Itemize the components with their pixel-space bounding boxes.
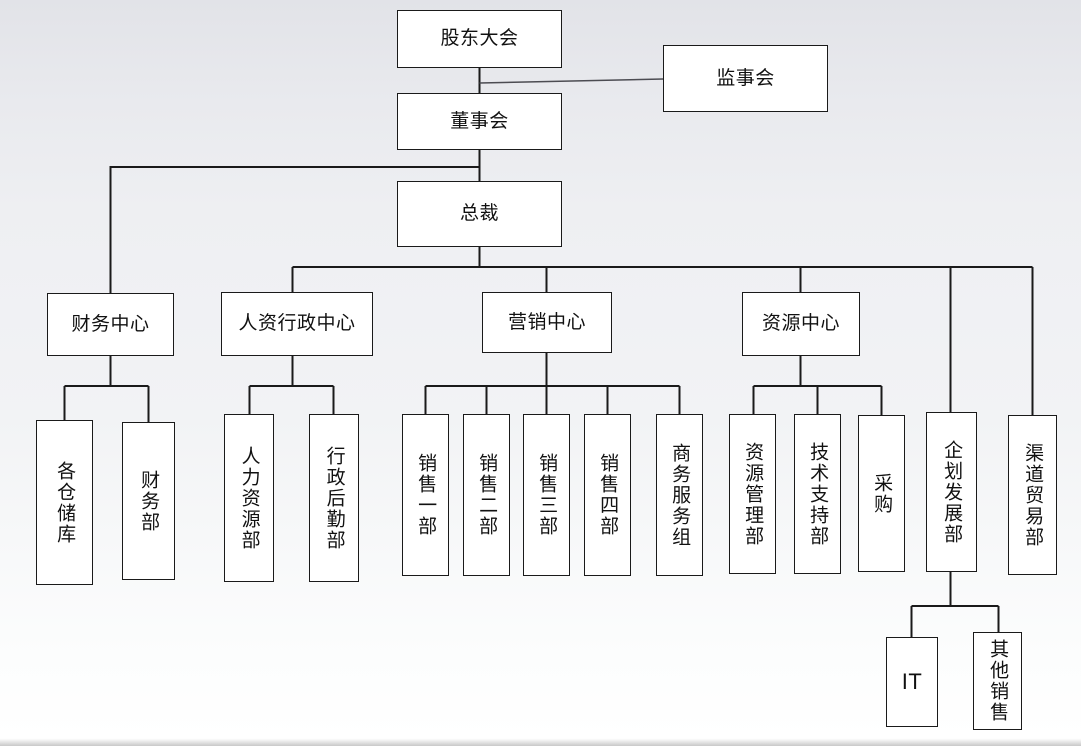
node-admin-dept[interactable]: 行政后勤部 (309, 414, 359, 582)
node-supervisors[interactable]: 监事会 (663, 45, 828, 112)
node-sales-dept-1[interactable]: 销售一部 (402, 414, 449, 576)
node-channel-trade-dept[interactable]: 渠道贸易部 (1008, 415, 1057, 575)
node-board-of-directors[interactable]: 董事会 (397, 93, 562, 150)
node-sales-dept-4[interactable]: 销售四部 (584, 414, 631, 576)
node-planning-development-dept[interactable]: 企划发展部 (926, 412, 977, 572)
node-warehouses[interactable]: 各仓储库 (36, 420, 93, 585)
node-resource-center[interactable]: 资源中心 (742, 292, 860, 356)
node-finance-dept[interactable]: 财务部 (122, 422, 175, 580)
node-tech-support-dept[interactable]: 技术支持部 (794, 414, 841, 574)
node-procurement-dept[interactable]: 采购 (858, 415, 905, 572)
node-shareholders[interactable]: 股东大会 (397, 10, 562, 68)
node-business-service-group[interactable]: 商务服务组 (656, 414, 703, 576)
node-other-sales[interactable]: 其他销售 (973, 632, 1022, 730)
node-hr-dept[interactable]: 人力资源部 (224, 414, 274, 582)
node-finance-center[interactable]: 财务中心 (47, 293, 174, 356)
node-hr-admin-center[interactable]: 人资行政中心 (221, 292, 373, 356)
node-sales-dept-3[interactable]: 销售三部 (523, 414, 570, 576)
node-it[interactable]: IT (886, 637, 938, 727)
edge-shareholders-supervisors (479, 78, 664, 84)
node-sales-dept-2[interactable]: 销售二部 (463, 414, 510, 576)
node-president[interactable]: 总裁 (397, 181, 562, 247)
node-marketing-center[interactable]: 营销中心 (482, 292, 612, 353)
node-resource-management-dept[interactable]: 资源管理部 (729, 414, 776, 574)
